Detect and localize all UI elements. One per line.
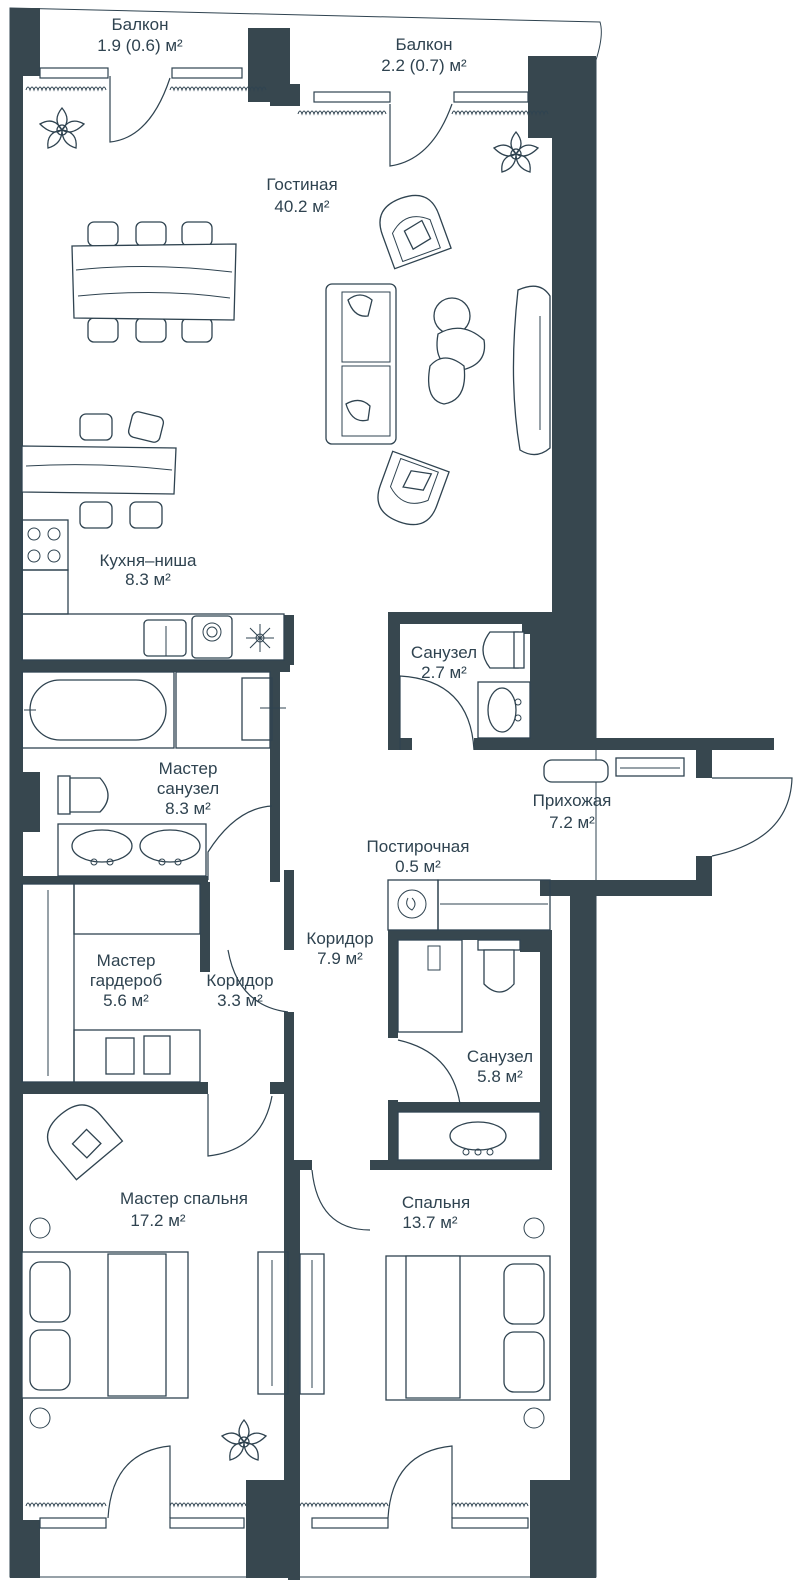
svg-text:17.2 м²: 17.2 м² <box>130 1211 185 1230</box>
room-area: 8.3 м² <box>125 570 171 589</box>
svg-text:0.5 м²: 0.5 м² <box>395 857 441 876</box>
svg-text:7.2 м²: 7.2 м² <box>549 813 595 832</box>
room-area: 8.3 м² <box>165 799 211 818</box>
room-name: Прихожая <box>533 791 612 810</box>
svg-text:Балкон: Балкон <box>111 15 168 34</box>
double-sink-icon <box>57 823 207 877</box>
svg-text:3.3 м²: 3.3 м² <box>217 991 263 1010</box>
washing-machine-icon <box>387 879 551 931</box>
svg-text:Спальня: Спальня <box>402 1193 470 1212</box>
wardrobe-icon <box>21 883 201 1083</box>
room-name: Санузел <box>411 643 477 662</box>
svg-text:Коридор: Коридор <box>306 929 373 948</box>
room-area: 2.2 (0.7) м² <box>381 56 467 75</box>
doors <box>107 76 793 1519</box>
dining-table-icon <box>71 221 237 343</box>
tv-unit-icon <box>512 285 551 456</box>
room-name: Мастер <box>97 951 156 970</box>
plant-icon <box>38 106 86 149</box>
svg-text:Прихожая: Прихожая <box>533 791 612 810</box>
svg-text:2.7 м²: 2.7 м² <box>421 663 467 682</box>
bench-icon <box>543 757 685 783</box>
svg-text:5.6 м²: 5.6 м² <box>103 991 149 1010</box>
room-name: Мастер <box>159 759 218 778</box>
plant-icon <box>492 130 540 173</box>
svg-text:13.7 м²: 13.7 м² <box>402 1213 457 1232</box>
room-name: Спальня <box>402 1193 470 1212</box>
bed-icon <box>21 1217 189 1429</box>
walls <box>10 8 774 1580</box>
svg-text:1.9 (0.6) м²: 1.9 (0.6) м² <box>97 36 183 55</box>
svg-text:Балкон: Балкон <box>395 35 452 54</box>
svg-text:Мастер: Мастер <box>159 759 218 778</box>
sofa-icon <box>325 283 397 445</box>
furniture <box>21 106 685 1461</box>
room-name: Постирочная <box>367 837 470 856</box>
kitchen-counter-icon <box>21 613 285 661</box>
plant-icon <box>220 1418 268 1461</box>
svg-text:8.3 м²: 8.3 м² <box>165 799 211 818</box>
wardrobe-icon <box>257 1251 289 1395</box>
toilet-icon <box>482 631 525 669</box>
svg-text:5.8 м²: 5.8 м² <box>477 1067 523 1086</box>
armchair-icon <box>377 450 450 526</box>
room-area: 40.2 м² <box>274 197 329 216</box>
bar-table-icon <box>21 411 177 529</box>
plan-outline <box>9 7 602 1578</box>
svg-text:гардероб: гардероб <box>90 971 163 990</box>
toilet-icon <box>57 775 109 815</box>
svg-text:8.3 м²: 8.3 м² <box>125 570 171 589</box>
bed-icon <box>385 1217 551 1429</box>
room-name: Балкон <box>111 15 168 34</box>
svg-text:Гостиная: Гостиная <box>266 175 337 194</box>
coffee-table-icon <box>427 297 486 405</box>
room-labels: Балкон 1.9 (0.6) м² Балкон 2.2 (0.7) м² … <box>90 15 612 1232</box>
svg-text:2.2 (0.7) м²: 2.2 (0.7) м² <box>381 56 467 75</box>
room-name: Коридор <box>306 929 373 948</box>
room-area: 1.9 (0.6) м² <box>97 36 183 55</box>
svg-text:Санузел: Санузел <box>411 643 477 662</box>
room-name: санузел <box>157 779 219 798</box>
room-area: 5.8 м² <box>477 1067 523 1086</box>
room-name: Кухня–ниша <box>100 551 197 570</box>
balcony-fringe <box>25 86 549 1508</box>
wardrobe-icon <box>299 1253 325 1395</box>
room-area: 3.3 м² <box>217 991 263 1010</box>
room-area: 2.7 м² <box>421 663 467 682</box>
sink-icon <box>175 671 286 749</box>
svg-text:Кухня–ниша: Кухня–ниша <box>100 551 197 570</box>
toilet-icon <box>477 939 521 993</box>
armchair-icon <box>379 194 452 270</box>
armchair-icon <box>46 1104 124 1181</box>
room-name: Коридор <box>206 971 273 990</box>
sink-icon <box>397 1111 541 1161</box>
svg-text:40.2 м²: 40.2 м² <box>274 197 329 216</box>
room-area: 7.9 м² <box>317 949 363 968</box>
svg-text:Постирочная: Постирочная <box>367 837 470 856</box>
svg-text:Санузел: Санузел <box>467 1047 533 1066</box>
svg-text:Коридор: Коридор <box>206 971 273 990</box>
room-area: 7.2 м² <box>549 813 595 832</box>
room-name: Мастер спальня <box>120 1189 248 1208</box>
room-name: гардероб <box>90 971 163 990</box>
room-name: Санузел <box>467 1047 533 1066</box>
room-name: Балкон <box>395 35 452 54</box>
svg-text:санузел: санузел <box>157 779 219 798</box>
room-area: 5.6 м² <box>103 991 149 1010</box>
sink-icon <box>477 681 531 739</box>
room-area: 0.5 м² <box>395 857 441 876</box>
svg-text:Мастер: Мастер <box>97 951 156 970</box>
shower-icon <box>397 939 463 1033</box>
svg-text:7.9 м²: 7.9 м² <box>317 949 363 968</box>
windows <box>39 67 529 1529</box>
stove-icon <box>21 519 69 615</box>
svg-text:Мастер спальня: Мастер спальня <box>120 1189 248 1208</box>
room-area: 17.2 м² <box>130 1211 185 1230</box>
room-area: 13.7 м² <box>402 1213 457 1232</box>
bathtub-icon <box>21 671 175 749</box>
room-name: Гостиная <box>266 175 337 194</box>
